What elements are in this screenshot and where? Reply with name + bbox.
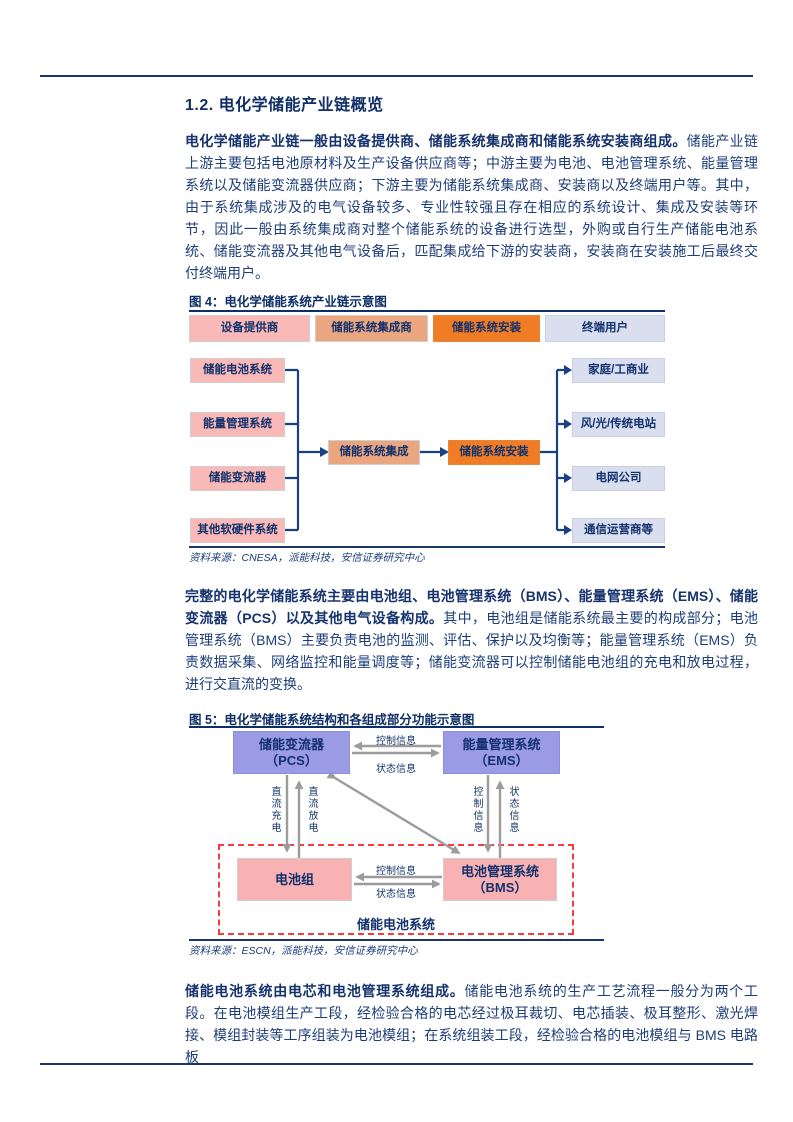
paragraph-2-body: 其中，电池组是储能系统最主要的构成部分；电池管理系统（BMS）主要负责电池的监测…: [185, 610, 758, 692]
paragraph-2: 完整的电化学储能系统主要由电池组、电池管理系统（BMS）、能量管理系统（EMS）…: [185, 585, 758, 695]
fig4-header-end-user: 终端用户: [545, 315, 665, 342]
paragraph-3-lead: 储能电池系统由电芯和电池管理系统组成。: [185, 983, 465, 999]
fig5-label-status-bottom: 状态信息: [376, 889, 416, 900]
fig5-bms-box: 电池管理系统 （BMS）: [443, 858, 557, 901]
fig5-battery-pack-box: 电池组: [237, 858, 352, 901]
figure-5-arrow-lines: [282, 741, 505, 889]
figure-5-source-rule: [189, 939, 604, 941]
fig5-label-control-vertical: 控制信息: [471, 786, 482, 834]
paragraph-3-body: 储能电池系统的生产工艺流程一般分为两个工段。在电池模组生产工段，经检验合格的电芯…: [185, 983, 758, 1065]
section-heading: 1.2. 电化学储能产业链概览: [185, 97, 384, 114]
fig5-label-dc-charge: 直流充电: [269, 786, 280, 834]
figure-4-source-rule: [189, 546, 665, 548]
fig4-right-grid-company: 电网公司: [572, 466, 665, 491]
figure-5: 图 5：电化学储能系统结构和各组成部分功能示意图: [189, 707, 604, 959]
paragraph-3: 储能电池系统由电芯和电池管理系统组成。储能电池系统的生产工艺流程一般分为两个工段…: [185, 980, 758, 1068]
figure-5-source: 资料来源：ESCN，派能科技，安信证券研究中心: [189, 945, 418, 957]
fig4-right-telecom-operators: 通信运营商等: [572, 518, 665, 543]
figure-4-title: 图 4：电化学储能系统产业链示意图: [189, 295, 387, 309]
fig5-pcs-box: 储能变流器 （PCS）: [233, 731, 350, 774]
fig5-label-control-top: 控制信息: [376, 736, 416, 747]
fig5-pcs-abbr: （PCS）: [265, 752, 318, 768]
fig4-left-battery-system: 储能电池系统: [190, 358, 285, 383]
paragraph-2-lead: 完整的电化学储能系统主要由电池组、电池管理系统（BMS）、能量管理系统（EMS）…: [185, 588, 758, 626]
fig5-label-status-top: 状态信息: [376, 764, 416, 775]
paragraph-1: 电化学储能产业链一般由设备提供商、储能系统集成商和储能系统安装商组成。储能产业链…: [185, 130, 758, 284]
fig5-bms-name: 电池管理系统: [460, 863, 539, 879]
figure-5-title-underline: [189, 726, 604, 728]
fig5-ems-name: 能量管理系统: [462, 736, 541, 752]
fig5-battery-system-label: 储能电池系统: [356, 917, 435, 932]
fig4-left-other-systems: 其他软硬件系统: [190, 518, 285, 543]
fig5-battery-pack-name: 电池组: [274, 871, 314, 887]
fig5-label-status-vertical: 状态信息: [507, 786, 518, 834]
fig5-ems-box: 能量管理系统 （EMS）: [443, 731, 560, 774]
figure-5-title: 图 5：电化学储能系统结构和各组成部分功能示意图: [189, 713, 475, 727]
fig4-left-converter: 储能变流器: [190, 466, 285, 491]
paragraph-1-body: 储能产业链上游主要包括电池原材料及生产设备供应商等；中游主要为电池、电池管理系统…: [185, 133, 759, 281]
fig5-ems-abbr: （EMS）: [474, 752, 529, 768]
fig4-header-system-installer: 储能系统安装: [433, 315, 540, 342]
bottom-rule: [40, 1063, 753, 1065]
paragraph-1-lead: 电化学储能产业链一般由设备提供商、储能系统集成商和储能系统安装商组成。: [185, 133, 687, 149]
fig4-right-power-stations: 风/光/传统电站: [572, 412, 665, 437]
figure-4-source: 资料来源：CNESA，派能科技，安信证券研究中心: [189, 552, 425, 564]
fig4-header-equipment-provider: 设备提供商: [189, 315, 310, 342]
fig4-mid-integration: 储能系统集成: [328, 440, 420, 465]
figure-4: 图 4：电化学储能系统产业链示意图 设备提供商 储能系统集: [189, 291, 665, 564]
fig5-label-control-bottom: 控制信息: [376, 866, 416, 877]
top-rule: [40, 75, 753, 77]
figure-4-title-underline: [189, 310, 665, 312]
fig5-bms-abbr: （BMS）: [472, 879, 528, 895]
fig4-right-home-commercial: 家庭/工商业: [572, 358, 665, 383]
fig4-mid-installation: 储能系统安装: [448, 440, 540, 465]
figure-4-connector-lines: [285, 365, 572, 535]
fig5-label-dc-discharge: 直流放电: [306, 786, 317, 834]
fig4-left-energy-mgmt: 能量管理系统: [190, 412, 285, 437]
fig5-pcs-name: 储能变流器: [258, 736, 324, 752]
fig4-header-system-integrator: 储能系统集成商: [315, 315, 428, 342]
